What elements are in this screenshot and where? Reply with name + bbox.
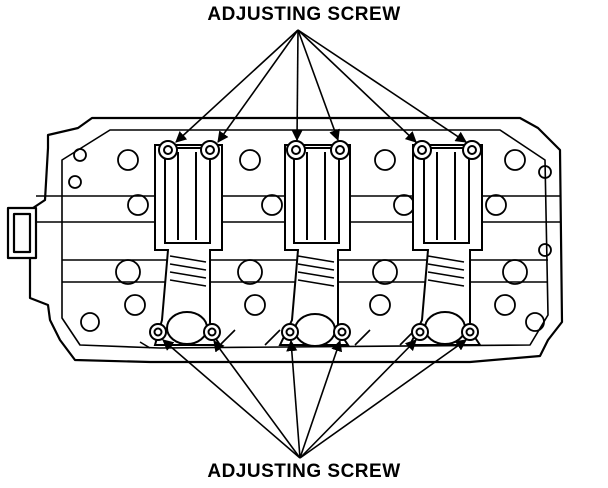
adjusting-screw-bottom-3	[281, 323, 299, 341]
adjusting-screw-top-6	[462, 140, 482, 160]
adjusting-screws-top	[158, 140, 482, 160]
top-leader-arrows	[175, 29, 467, 143]
spring-3	[427, 255, 465, 287]
adjusting-screw-top-2	[200, 140, 220, 160]
adjusting-screw-bottom-5	[411, 323, 429, 341]
leader-arrow-top-6	[297, 29, 467, 143]
adjusting-screw-top-4	[330, 140, 350, 160]
leader-arrow-bottom-2	[213, 340, 301, 459]
leader-arrow-top-2	[217, 29, 299, 143]
bottom-leader-arrows	[162, 339, 467, 459]
leader-arrow-top-3	[291, 29, 303, 142]
rocker-assembly-3	[408, 144, 483, 346]
spring-1	[169, 255, 207, 287]
rocker-assembly-1	[153, 144, 223, 346]
leader-arrow-bottom-5	[299, 339, 417, 459]
adjusting-screw-top-1	[158, 140, 178, 160]
adjusting-screw-bottom-2	[203, 323, 221, 341]
leader-arrow-bottom-6	[299, 339, 467, 459]
bottom-callout-label: ADJUSTING SCREW	[207, 461, 401, 482]
adjusting-screws-bottom	[149, 323, 479, 341]
leader-arrow-top-1	[175, 29, 299, 143]
lower-bridge	[139, 329, 416, 349]
leader-arrow-bottom-3	[286, 339, 301, 459]
leader-arrow-top-5	[297, 29, 417, 143]
adjusting-screw-top-3	[286, 140, 306, 160]
adjusting-screw-bottom-4	[333, 323, 351, 341]
adjusting-screw-bottom-6	[461, 323, 479, 341]
top-callout-label: ADJUSTING SCREW	[207, 4, 401, 25]
camshaft-end-cap	[12, 212, 32, 254]
head-passages	[68, 148, 552, 332]
adjusting-screw-bottom-1	[149, 323, 167, 341]
leader-arrow-bottom-4	[299, 339, 343, 459]
spring-2	[297, 255, 335, 287]
rocker-assembly-2	[278, 144, 351, 347]
adjusting-screw-top-5	[412, 140, 432, 160]
leader-arrow-bottom-1	[162, 339, 301, 459]
head-outline	[28, 116, 564, 364]
leader-arrow-top-4	[297, 29, 340, 142]
